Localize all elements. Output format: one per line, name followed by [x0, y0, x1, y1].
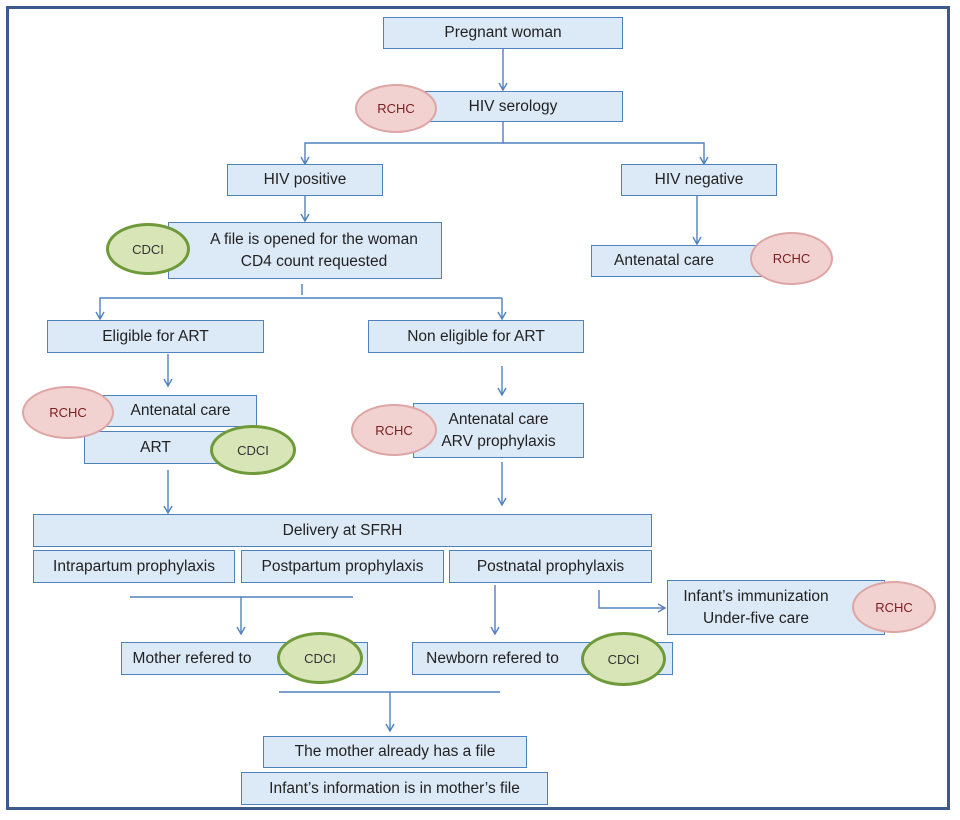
node-infant-care: Infant’s immunization Under-five care	[667, 580, 885, 635]
node-label: Newborn refered to	[426, 649, 559, 667]
node-label: Mother refered to	[132, 649, 252, 667]
node-label-line2: CD4 count requested	[240, 252, 388, 270]
node-label-line1: Infant’s immunization	[683, 587, 829, 605]
branch-serology-right	[503, 142, 709, 166]
node-label: Antenatal care	[614, 252, 714, 269]
badge-cdci-file: CDCI	[106, 223, 190, 275]
node-hiv-positive: HIV positive	[227, 164, 383, 196]
badge-rchc-serology: RCHC	[355, 84, 437, 133]
badge-cdci-newborn: CDCI	[581, 632, 666, 686]
node-infant-info: Infant’s information is in mother’s file	[241, 772, 548, 805]
node-label: Delivery at SFRH	[282, 521, 403, 539]
badge-cdci-art: CDCI	[210, 425, 296, 475]
node-antenatal-arv: Antenatal care ARV prophylaxis	[413, 403, 584, 458]
node-postpartum: Postpartum prophylaxis	[241, 550, 444, 583]
node-hiv-serology: HIV serology	[403, 91, 623, 122]
node-label: HIV negative	[654, 171, 744, 188]
node-intrapartum: Intrapartum prophylaxis	[33, 550, 235, 583]
node-pregnant-woman: Pregnant woman	[383, 17, 623, 49]
badge-cdci-mother: CDCI	[277, 632, 363, 684]
node-label: Postnatal prophylaxis	[476, 557, 625, 575]
badge-rchc-infant: RCHC	[852, 581, 936, 633]
branch-serology	[300, 121, 504, 166]
node-label: HIV serology	[468, 97, 558, 115]
badge-rchc-non-eligible: RCHC	[351, 404, 437, 456]
node-label: The mother already has a file	[294, 743, 496, 760]
node-non-eligible-art: Non eligible for ART	[368, 320, 584, 353]
node-label: Pregnant woman	[444, 24, 562, 41]
node-label: Postpartum prophylaxis	[261, 557, 424, 575]
node-label: Antenatal care	[130, 402, 231, 419]
node-label-line1: Antenatal care	[448, 410, 549, 428]
node-label-line2: ARV prophylaxis	[441, 432, 556, 450]
node-label-line2: Under-five care	[703, 609, 809, 627]
node-label: HIV positive	[263, 171, 347, 188]
node-label: Non eligible for ART	[407, 327, 545, 345]
arrow-to-infant	[598, 590, 667, 613]
node-label: Infant’s information is in mother’s file	[269, 779, 520, 797]
node-mother-has-file: The mother already has a file	[263, 736, 527, 768]
node-hiv-negative: HIV negative	[621, 164, 777, 196]
node-label: ART	[140, 438, 171, 456]
node-file-opened: A file is opened for the woman CD4 count…	[168, 222, 442, 279]
node-label-line1: A file is opened for the woman	[210, 230, 418, 248]
node-eligible-art: Eligible for ART	[47, 320, 264, 353]
node-label: Eligible for ART	[102, 327, 209, 345]
badge-rchc-eligible: RCHC	[22, 386, 114, 439]
node-postnatal: Postnatal prophylaxis	[449, 550, 652, 583]
node-antenatal-care-negative: Antenatal care	[591, 245, 777, 277]
badge-rchc-antenatal-negative: RCHC	[750, 232, 833, 285]
node-label: Intrapartum prophylaxis	[53, 557, 215, 575]
node-delivery-sfrh: Delivery at SFRH	[33, 514, 652, 547]
branch-file-left	[95, 297, 502, 321]
